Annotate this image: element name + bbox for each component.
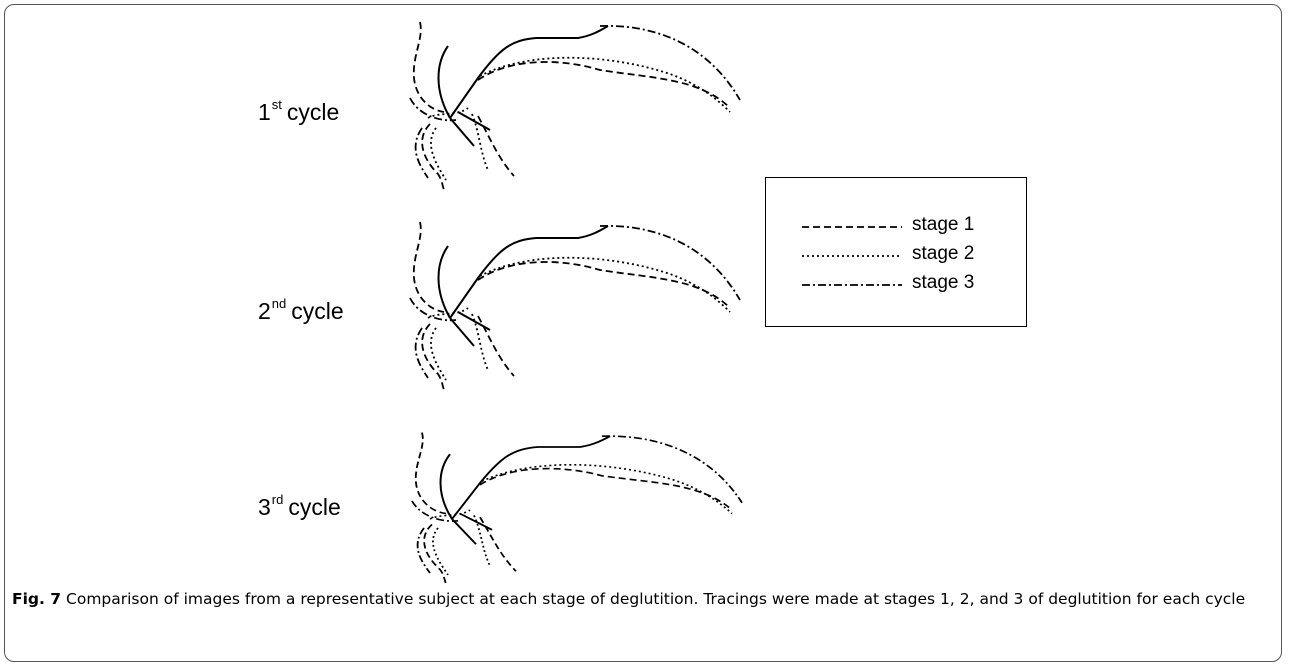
legend-swatch-dotted: [802, 254, 902, 258]
legend-item-stage-2: stage 2: [802, 242, 1022, 266]
legend-label-stage-2: stage 2: [912, 242, 974, 266]
legend-swatch-dash-dot: [802, 283, 902, 287]
legend-item-stage-1: stage 1: [802, 213, 1022, 237]
tracing-cycle-1: [410, 22, 740, 190]
legend: stage 1 stage 2 stage 3: [765, 177, 1027, 327]
tracing-cycle-3: [412, 433, 742, 584]
caption-text: Comparison of images from a representati…: [66, 590, 1245, 608]
legend-label-stage-3: stage 3: [912, 271, 974, 295]
legend-item-stage-3: stage 3: [802, 271, 1022, 295]
figure-caption: Fig. 7 Comparison of images from a repre…: [12, 586, 1274, 612]
caption-label: Fig. 7: [12, 590, 61, 608]
legend-label-stage-1: stage 1: [912, 213, 974, 237]
tracing-cycle-2: [410, 222, 740, 390]
legend-swatch-dashed: [802, 225, 902, 229]
